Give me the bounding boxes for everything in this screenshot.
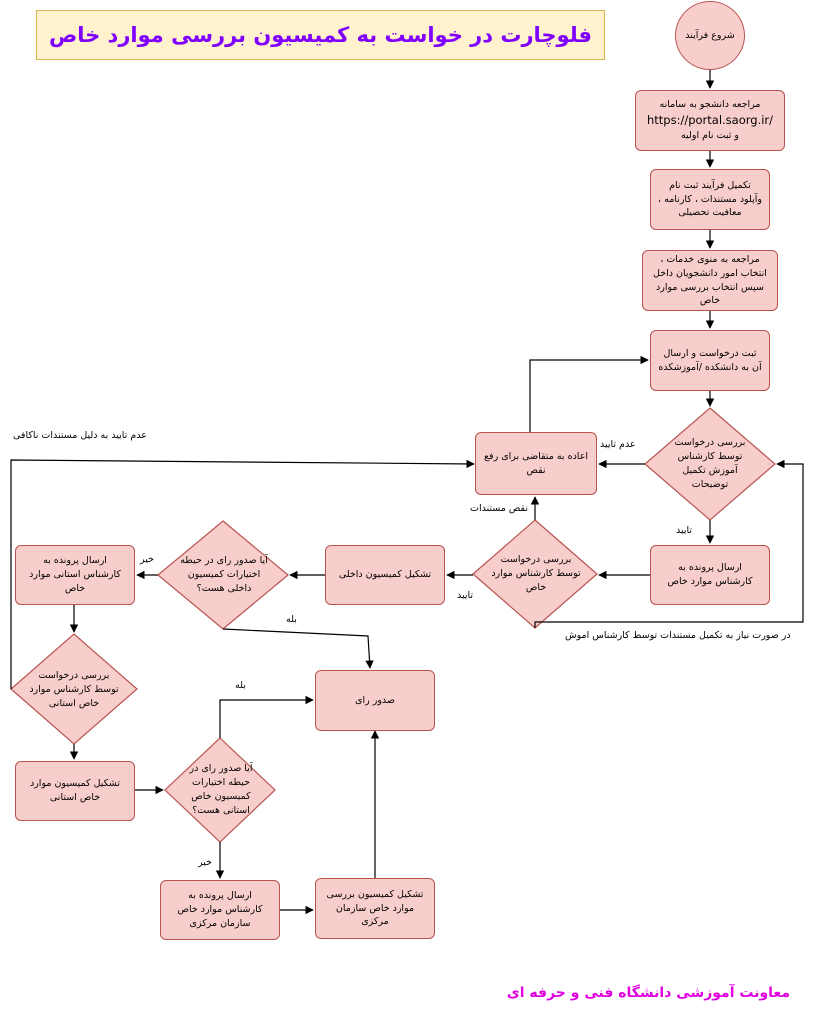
label-no-1: خیر bbox=[140, 554, 154, 565]
node-send-to-expert: ارسال پرونده به کارشناس موارد خاص bbox=[650, 545, 770, 605]
node-provincial-authority: آیا صدور رای در حیطه اختیارات کمیسیون خا… bbox=[189, 763, 253, 816]
node-education-review: بررسی درخواست توسط کارشناس آموزش تکمیل ت… bbox=[674, 437, 746, 490]
label-not-approved-incomplete: عدم تایید به دلیل مستندات ناکافی bbox=[13, 430, 147, 441]
node-submit-request: ثبت درخواست و ارسال آن به دانشکده /آموزش… bbox=[650, 330, 770, 391]
label-yes-2: بله bbox=[235, 680, 246, 691]
node-central-commission: تشکیل کمیسیون بررسی موارد خاص سازمان مرک… bbox=[315, 878, 435, 939]
footer-credit: معاونت آموزشی دانشگاه فنی و حرفه ای bbox=[506, 985, 790, 1001]
label-incomplete-docs: نقص مستندات bbox=[470, 503, 528, 514]
portal-url: https://portal.saorg.ir/ bbox=[646, 113, 774, 128]
node-provincial-review: بررسی درخواست توسط کارشناس موارد خاص است… bbox=[29, 670, 119, 709]
node-send-central: ارسال پرونده به کارشناس موارد خاص سازمان… bbox=[160, 880, 280, 940]
label-completion-needed: در صورت نیاز به تکمیل مستندات توسط کارشن… bbox=[565, 630, 791, 641]
label-no-2: خیر bbox=[198, 857, 212, 868]
edge-return-submit bbox=[529, 355, 649, 432]
edge-authority-verdict bbox=[222, 628, 374, 669]
node-issue-verdict: صدور رای bbox=[315, 670, 435, 731]
node-expert-review: بررسی درخواست توسط کارشناس موارد خاص bbox=[491, 554, 581, 593]
node-visit-portal: مراجعه دانشجو به سامانه https://portal.s… bbox=[635, 90, 785, 151]
node-provincial-commission: تشکیل کمیسیون موارد خاص استانی bbox=[15, 761, 135, 821]
node-start: شروع فرآیند bbox=[675, 1, 745, 70]
node-complete-registration: تکمیل فرآیند ثبت نام وآپلود مستندات ، کا… bbox=[650, 169, 770, 230]
node-internal-commission: تشکیل کمیسیون داخلی bbox=[325, 545, 445, 605]
node-send-provincial: ارسال پرونده به کارشناس استانی موارد خاص bbox=[15, 545, 135, 605]
page-title: فلوچارت در خواست به کمیسیون بررسی موارد … bbox=[48, 23, 593, 47]
node-internal-authority: آیا صدور رای در حیطه اختیارات کمیسیون دا… bbox=[180, 555, 268, 594]
edge-provincial-return bbox=[10, 459, 475, 689]
label-approved-1: تایید bbox=[676, 525, 693, 536]
label-yes-1: بله bbox=[286, 614, 297, 625]
edge-expert-education bbox=[534, 459, 804, 628]
node-return-applicant: اعاده به متقاضی برای رفع نقص bbox=[475, 432, 597, 495]
title-banner: فلوچارت در خواست به کمیسیون بررسی موارد … bbox=[36, 10, 605, 60]
label-approved-2: تایید bbox=[457, 590, 474, 601]
node-select-service: مراجعه به منوی خدمات ، انتخاب امور دانشج… bbox=[642, 250, 778, 311]
label-not-approved: عدم تایید bbox=[600, 439, 636, 450]
edge-provauth-verdict bbox=[219, 695, 314, 738]
